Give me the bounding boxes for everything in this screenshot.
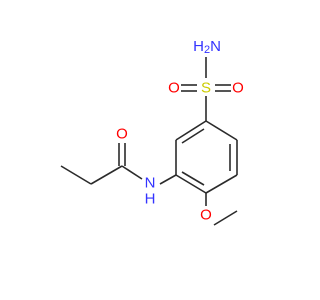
sulfonyl-oxygen-left-label: O — [168, 80, 180, 97]
molecule-structure: H2N S O O O N H O — [60, 38, 244, 226]
carbonyl-oxygen-label: O — [116, 126, 128, 143]
ethyl-bond — [60, 165, 92, 185]
sulfonamide-nitrogen-label: H2N — [193, 38, 221, 57]
ring-nitrogen-bond — [159, 174, 177, 185]
ring-bond — [181, 128, 205, 144]
amide-hydrogen-label: H — [145, 191, 156, 208]
ring-bond — [205, 174, 238, 194]
amide-nitrogen-label: N — [145, 175, 156, 192]
sulfonamide-group — [181, 57, 231, 121]
nitrogen-carbonyl-bond — [121, 165, 143, 180]
methoxy-group — [205, 193, 238, 226]
sulfonyl-oxygen-right-label: O — [232, 80, 244, 97]
sulfur-atom-label: S — [201, 80, 211, 97]
sulfonamide-hydrogen-count: 2 — [204, 44, 210, 56]
sulfonamide-nitrogen: N — [210, 38, 221, 55]
methoxy-oxygen-label: O — [200, 207, 212, 224]
benzene-ring — [175, 120, 238, 194]
sulfonamide-hydrogen: H — [193, 38, 204, 55]
ring-bond — [175, 174, 207, 194]
ring-bond — [175, 120, 207, 141]
oxygen-methyl-bond — [213, 210, 238, 226]
propanamide-group — [60, 143, 177, 185]
carbonyl-ethyl-bond — [90, 165, 123, 185]
ring-bond — [181, 171, 205, 186]
ring-bond — [205, 120, 238, 141]
